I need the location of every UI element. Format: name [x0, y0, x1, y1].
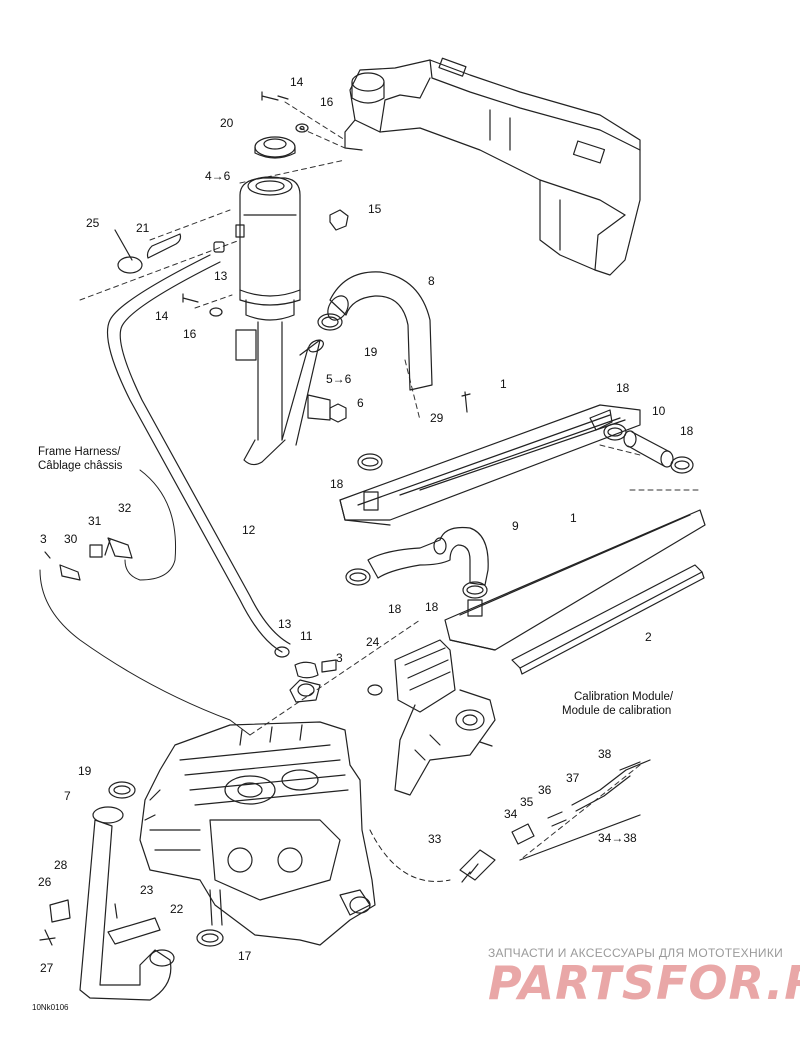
callout-7: 7 [64, 789, 71, 803]
air-silencer-body [344, 57, 641, 276]
callout-17: 17 [238, 949, 252, 963]
callout-18: 18 [616, 381, 630, 395]
radiator-upper [339, 404, 641, 526]
watermark-logo: PARTSFOR.RU [488, 956, 800, 1010]
callout-19: 19 [364, 345, 378, 359]
hose-clamp-17 [196, 929, 224, 947]
callout-18: 18 [388, 602, 402, 616]
radiator-connector-pipe [623, 430, 674, 468]
calibration-module-parts [511, 759, 651, 861]
callout-8: 8 [428, 274, 435, 288]
frame-harness-caption-en: Frame Harness/ [38, 446, 121, 458]
callout-28: 28 [54, 858, 68, 872]
callout-19: 19 [78, 764, 92, 778]
callout-38: 38 [598, 747, 612, 761]
callout-34-to-38: 34→38 [598, 831, 637, 845]
callout-14: 14 [155, 309, 169, 323]
hose-clamp-18-group [345, 423, 694, 599]
callout-18: 18 [330, 477, 344, 491]
callout-15: 15 [368, 202, 382, 216]
leader-lines [79, 101, 701, 861]
callout-14: 14 [290, 75, 304, 89]
calibration-caption-fr: Module de calibration [562, 705, 672, 717]
callout-37: 37 [566, 771, 580, 785]
upper-radiator-hose [327, 271, 433, 391]
callout-16: 16 [183, 327, 197, 341]
callout-22: 22 [170, 902, 184, 916]
callout-10: 10 [652, 404, 666, 418]
callout-12: 12 [242, 523, 256, 537]
callout-3: 3 [40, 532, 47, 546]
callout-23: 23 [140, 883, 154, 897]
callout-20: 20 [220, 116, 234, 130]
calibration-caption-en: Calibration Module/ [574, 691, 674, 703]
hose-clamp-19-upper [317, 313, 343, 331]
hose-fitting [289, 659, 337, 703]
callout-27: 27 [40, 961, 54, 975]
callout-25: 25 [86, 216, 100, 230]
water-pump-hose [79, 806, 175, 1001]
callout-11: 11 [300, 629, 313, 643]
engine-block [139, 721, 376, 946]
callout-16: 16 [320, 95, 334, 109]
radiator-lower [444, 509, 706, 651]
fasteners [182, 91, 349, 423]
sensor-33 [459, 849, 496, 883]
drawing-code: 10Nk0106 [32, 1003, 69, 1012]
clip-26-28 [39, 899, 71, 946]
sensor-leader [369, 829, 451, 882]
callout-1: 1 [570, 511, 577, 525]
screw-24 [479, 741, 493, 747]
callout-26: 26 [38, 875, 52, 889]
callout-13: 13 [214, 269, 228, 283]
callout-13: 13 [278, 617, 292, 631]
mounting-bracket [367, 639, 496, 796]
callout-33: 33 [428, 832, 442, 846]
callout-30: 30 [64, 532, 78, 546]
radiator-protector [511, 564, 705, 675]
watermark-tagline: ЗАПЧАСТИ И АКСЕССУАРЫ ДЛЯ МОТОТЕХНИКИ [488, 946, 784, 960]
callout-6: 6 [357, 396, 364, 410]
hose-clamp-19-lower [108, 781, 136, 799]
reservoir-cap [254, 136, 296, 159]
callout-29: 29 [430, 411, 444, 425]
callout-2: 2 [645, 630, 652, 644]
callout-5-to-6: 5→6 [326, 372, 352, 386]
callout-32: 32 [118, 501, 132, 515]
coolant-reservoir [235, 176, 301, 466]
callout-9: 9 [512, 519, 519, 533]
callout-3: 3 [336, 651, 343, 665]
lower-radiator-hose [367, 526, 489, 586]
frame-harness-caption-fr: Câblage châssis [38, 460, 123, 472]
callout-18: 18 [425, 600, 439, 614]
callout-21: 21 [136, 221, 150, 235]
callout-18: 18 [680, 424, 694, 438]
bracket-22 [107, 903, 161, 945]
frame-harness-wire [39, 469, 251, 736]
callout-4-to-6: 4→6 [205, 169, 231, 183]
callout-24: 24 [366, 635, 380, 649]
screw-29 [461, 391, 471, 413]
reservoir-outlet-tube [281, 339, 324, 446]
callout-31: 31 [88, 514, 102, 528]
callout-36: 36 [538, 783, 552, 797]
callout-35: 35 [520, 795, 534, 809]
hose-clip-and-sleeve [114, 229, 182, 274]
callout-34: 34 [504, 807, 518, 821]
callout-1: 1 [500, 377, 507, 391]
overflow-hose [106, 254, 291, 658]
temperature-sensor-group [44, 537, 133, 581]
